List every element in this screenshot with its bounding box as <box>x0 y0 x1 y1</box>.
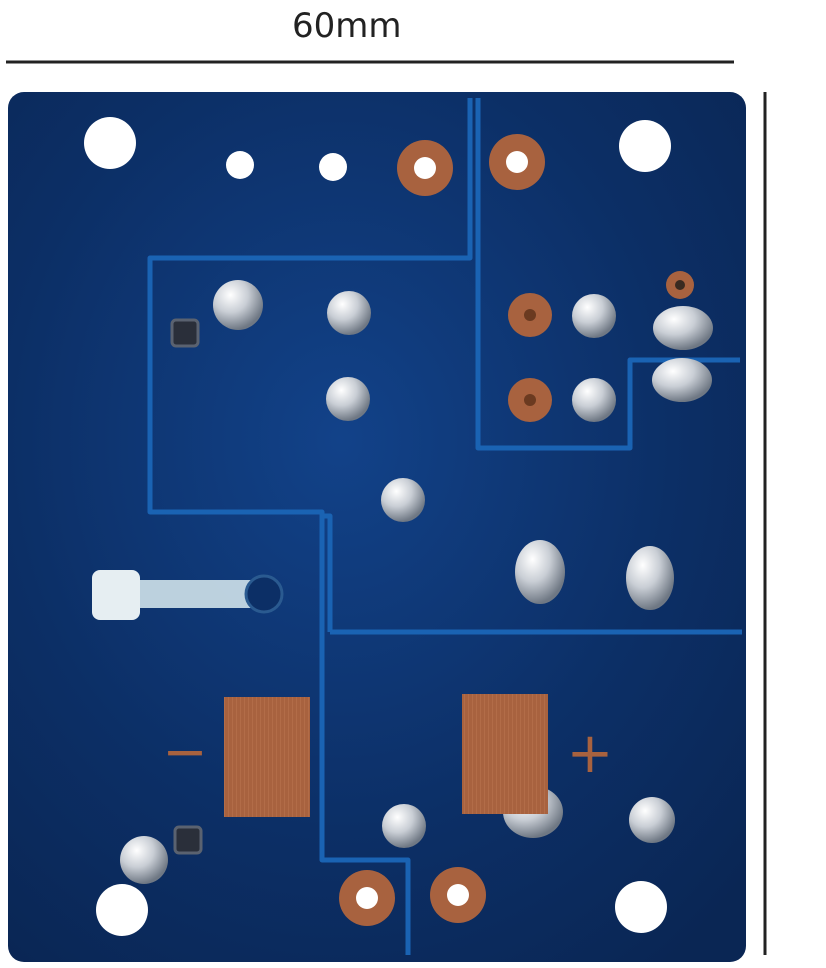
mounting-hole-bottom-left <box>96 884 148 936</box>
small-hole <box>226 151 254 179</box>
minus-label: − <box>162 720 207 783</box>
positive-terminal-pad <box>462 694 548 814</box>
plus-label: + <box>567 721 614 786</box>
mounting-hole-top-left <box>84 117 136 169</box>
cable-tie <box>92 570 284 620</box>
pcb-board <box>8 92 746 962</box>
mounting-hole-top-right <box>619 120 671 172</box>
width-dimension-label: 60mm <box>292 6 402 46</box>
copper-trace-outlines <box>147 98 742 955</box>
solder-joints <box>120 280 713 884</box>
mounting-hole-bottom-right <box>615 881 667 933</box>
negative-terminal-pad <box>224 697 310 817</box>
mounting-holes <box>84 117 671 936</box>
small-hole <box>319 153 347 181</box>
square-pads <box>170 318 203 855</box>
copper-ring-pads <box>339 134 694 926</box>
